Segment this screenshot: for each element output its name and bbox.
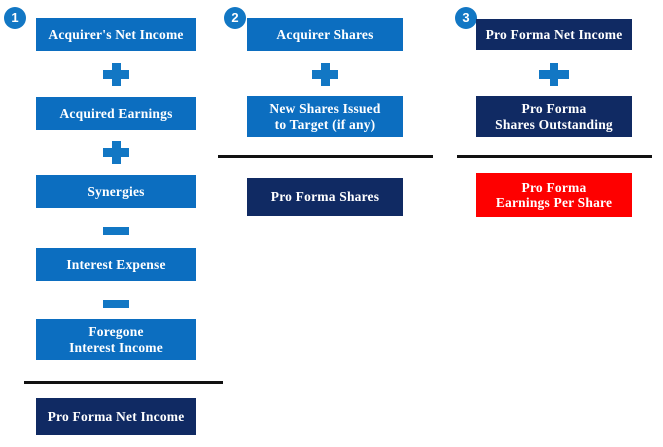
step-badge-1: 1 (4, 7, 26, 29)
step-badge-2: 2 (224, 7, 246, 29)
box-pro-forma-earnings-per-share-result: Pro Forma Earnings Per Share (476, 173, 632, 217)
sum-rule-column-2 (218, 155, 433, 158)
minus-icon (103, 300, 129, 308)
minus-icon (103, 227, 129, 235)
divide-rule-column-3 (457, 155, 652, 158)
box-interest-expense: Interest Expense (36, 248, 196, 281)
box-pro-forma-net-income-result: Pro Forma Net Income (36, 398, 196, 435)
box-foregone-interest-income: Foregone Interest Income (36, 319, 196, 360)
step-badge-3: 3 (455, 7, 477, 29)
divide-icon (539, 62, 569, 87)
box-acquired-earnings: Acquired Earnings (36, 97, 196, 130)
box-pro-forma-shares-outstanding: Pro Forma Shares Outstanding (476, 96, 632, 137)
box-new-shares-issued-to-target: New Shares Issued to Target (if any) (247, 96, 403, 137)
plus-icon (103, 141, 129, 164)
box-pro-forma-shares-result: Pro Forma Shares (247, 178, 403, 216)
box-synergies: Synergies (36, 175, 196, 208)
box-acquirer-shares: Acquirer Shares (247, 18, 403, 51)
sum-rule-column-1 (24, 381, 223, 384)
plus-icon (103, 63, 129, 86)
box-acquirers-net-income: Acquirer's Net Income (36, 18, 196, 51)
box-pro-forma-net-income: Pro Forma Net Income (476, 19, 632, 50)
plus-icon (312, 63, 338, 86)
